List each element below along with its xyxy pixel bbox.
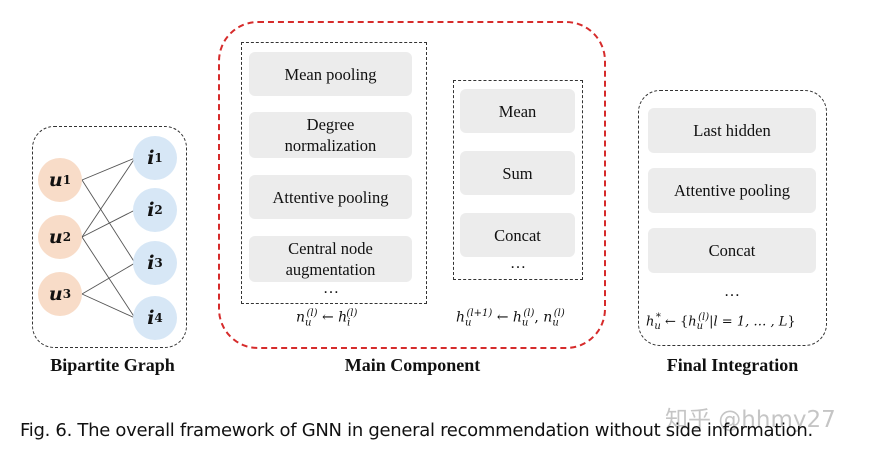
final-formula: hu* ← {hu(l)|l = 1, … , L} — [646, 312, 796, 332]
edge-u2-i1 — [81, 157, 136, 238]
edge-u3-i3 — [81, 262, 136, 295]
aggregation-ellipsis: … — [323, 280, 340, 297]
edge-u2-i4 — [81, 236, 136, 319]
update-formula: hu(l+1) ← hu(l), nu(l) — [456, 308, 565, 329]
final-ellipsis: … — [724, 283, 741, 300]
aggregation-op-degree-normalization: Degree normalization — [249, 112, 412, 158]
figure-caption: Fig. 6. The overall framework of GNN in … — [20, 420, 813, 441]
main-component-frame — [218, 21, 606, 349]
update-op-concat: Concat — [460, 213, 575, 257]
zhihu-watermark: 知乎 @hhmy27 — [665, 407, 836, 433]
edge-u2-i2 — [81, 209, 136, 238]
aggregation-box — [241, 42, 427, 304]
edge-u3-i4 — [81, 293, 136, 319]
bipartite-graph-frame — [32, 126, 187, 348]
final-op-last-hidden: Last hidden — [648, 108, 816, 153]
update-box — [453, 80, 583, 280]
update-ellipsis: … — [510, 255, 527, 272]
aggregation-formula: nu(l) ← hi(l) — [296, 308, 358, 329]
edge-u1-i1 — [81, 157, 136, 181]
main-component-label: Main Component — [344, 355, 481, 375]
aggregation-op-central-node-augmentation: Central node augmentation — [249, 236, 412, 282]
bipartite-graph-label: Bipartite Graph — [50, 355, 175, 375]
edge-u1-i3 — [81, 179, 136, 264]
final-op-attentive-pooling: Attentive pooling — [648, 168, 816, 213]
update-op-mean: Mean — [460, 89, 575, 133]
final-integration-label: Final Integration — [666, 355, 799, 375]
aggregation-op-mean-pooling: Mean pooling — [249, 52, 412, 96]
final-op-concat: Concat — [648, 228, 816, 273]
aggregation-op-attentive-pooling: Attentive pooling — [249, 175, 412, 219]
update-op-sum: Sum — [460, 151, 575, 195]
final-integration-frame — [638, 90, 827, 346]
